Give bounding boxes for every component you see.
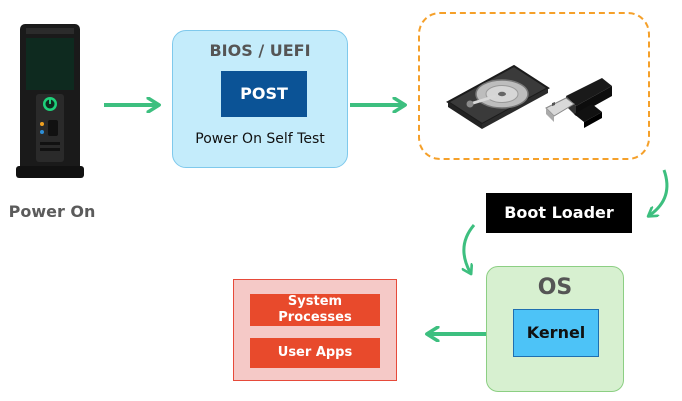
arrow-storage-to-bootloader (650, 169, 669, 215)
kernel-box: Kernel (513, 309, 599, 357)
post-description: Power On Self Test (195, 131, 325, 147)
hard-drive-icon (446, 64, 550, 129)
usb-drive-icon (545, 78, 612, 128)
storage-devices-box (418, 12, 650, 160)
system-processes-box: System Processes (250, 294, 380, 326)
server-tower-icon (16, 24, 84, 178)
post-box: POST (221, 71, 307, 117)
applications-box: System Processes User Apps (233, 279, 397, 381)
os-box: OS Kernel (486, 266, 624, 392)
bios-title: BIOS / UEFI (209, 41, 311, 60)
os-title: OS (537, 275, 573, 300)
power-on-label: Power On (8, 202, 96, 221)
user-apps-box: User Apps (250, 338, 380, 368)
bios-uefi-box: BIOS / UEFI POST Power On Self Test (172, 30, 348, 168)
boot-loader-box: Boot Loader (486, 193, 632, 233)
arrow-bootloader-to-os (464, 224, 476, 272)
